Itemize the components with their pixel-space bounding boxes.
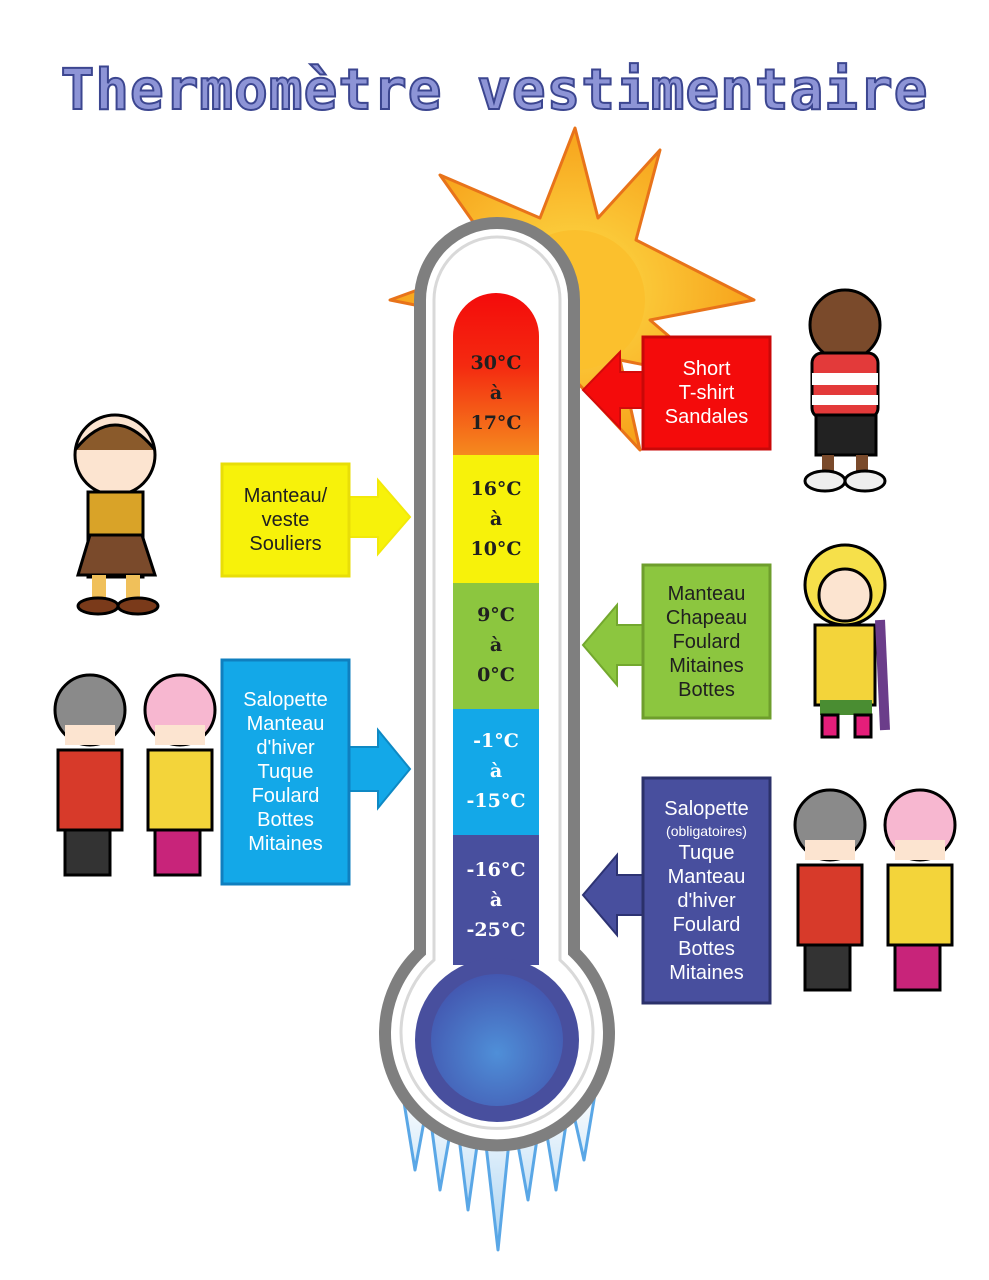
band-cold: [453, 709, 539, 835]
band-cool-label: 9°C à 0°C: [477, 604, 515, 686]
box-mild-bg: [220, 462, 351, 578]
band-mild-label: 16°C à 10°C: [470, 478, 522, 560]
band-mild: [453, 455, 539, 583]
clothing-box-cool: Manteau Chapeau Foulard Mitaines Bottes: [665, 582, 748, 701]
arrow-icon: [348, 349, 644, 938]
clothing-box-cold: Salopette Manteau d'hiver Tuque Foulard …: [243, 689, 328, 855]
clothing-box-freezing: Salopette (obligatoires) Tuque Manteau d…: [664, 797, 749, 984]
clothing-box-hot: Short T-shirt Sandales: [664, 358, 749, 428]
child-illustration: [53, 288, 957, 992]
box-freezing-bg: [641, 776, 772, 1005]
thermometer-bands: [415, 293, 579, 1122]
band-freezing: [453, 835, 539, 965]
clothing-box-mild: Manteau/ veste Souliers: [243, 485, 328, 555]
band-freezing-label: -16°C à -25°C: [466, 859, 526, 941]
box-hot-bg: [641, 335, 772, 451]
box-cool-bg: [641, 563, 772, 720]
band-cold-label: -1°C à -15°C: [466, 730, 526, 812]
band-hot: [453, 293, 539, 455]
box-cold-bg: [220, 658, 351, 886]
band-hot-label: 30°C à 17°C: [470, 352, 522, 434]
band-cool: [453, 583, 539, 709]
page-title: Thermomètre vestimentaire: [60, 57, 929, 124]
